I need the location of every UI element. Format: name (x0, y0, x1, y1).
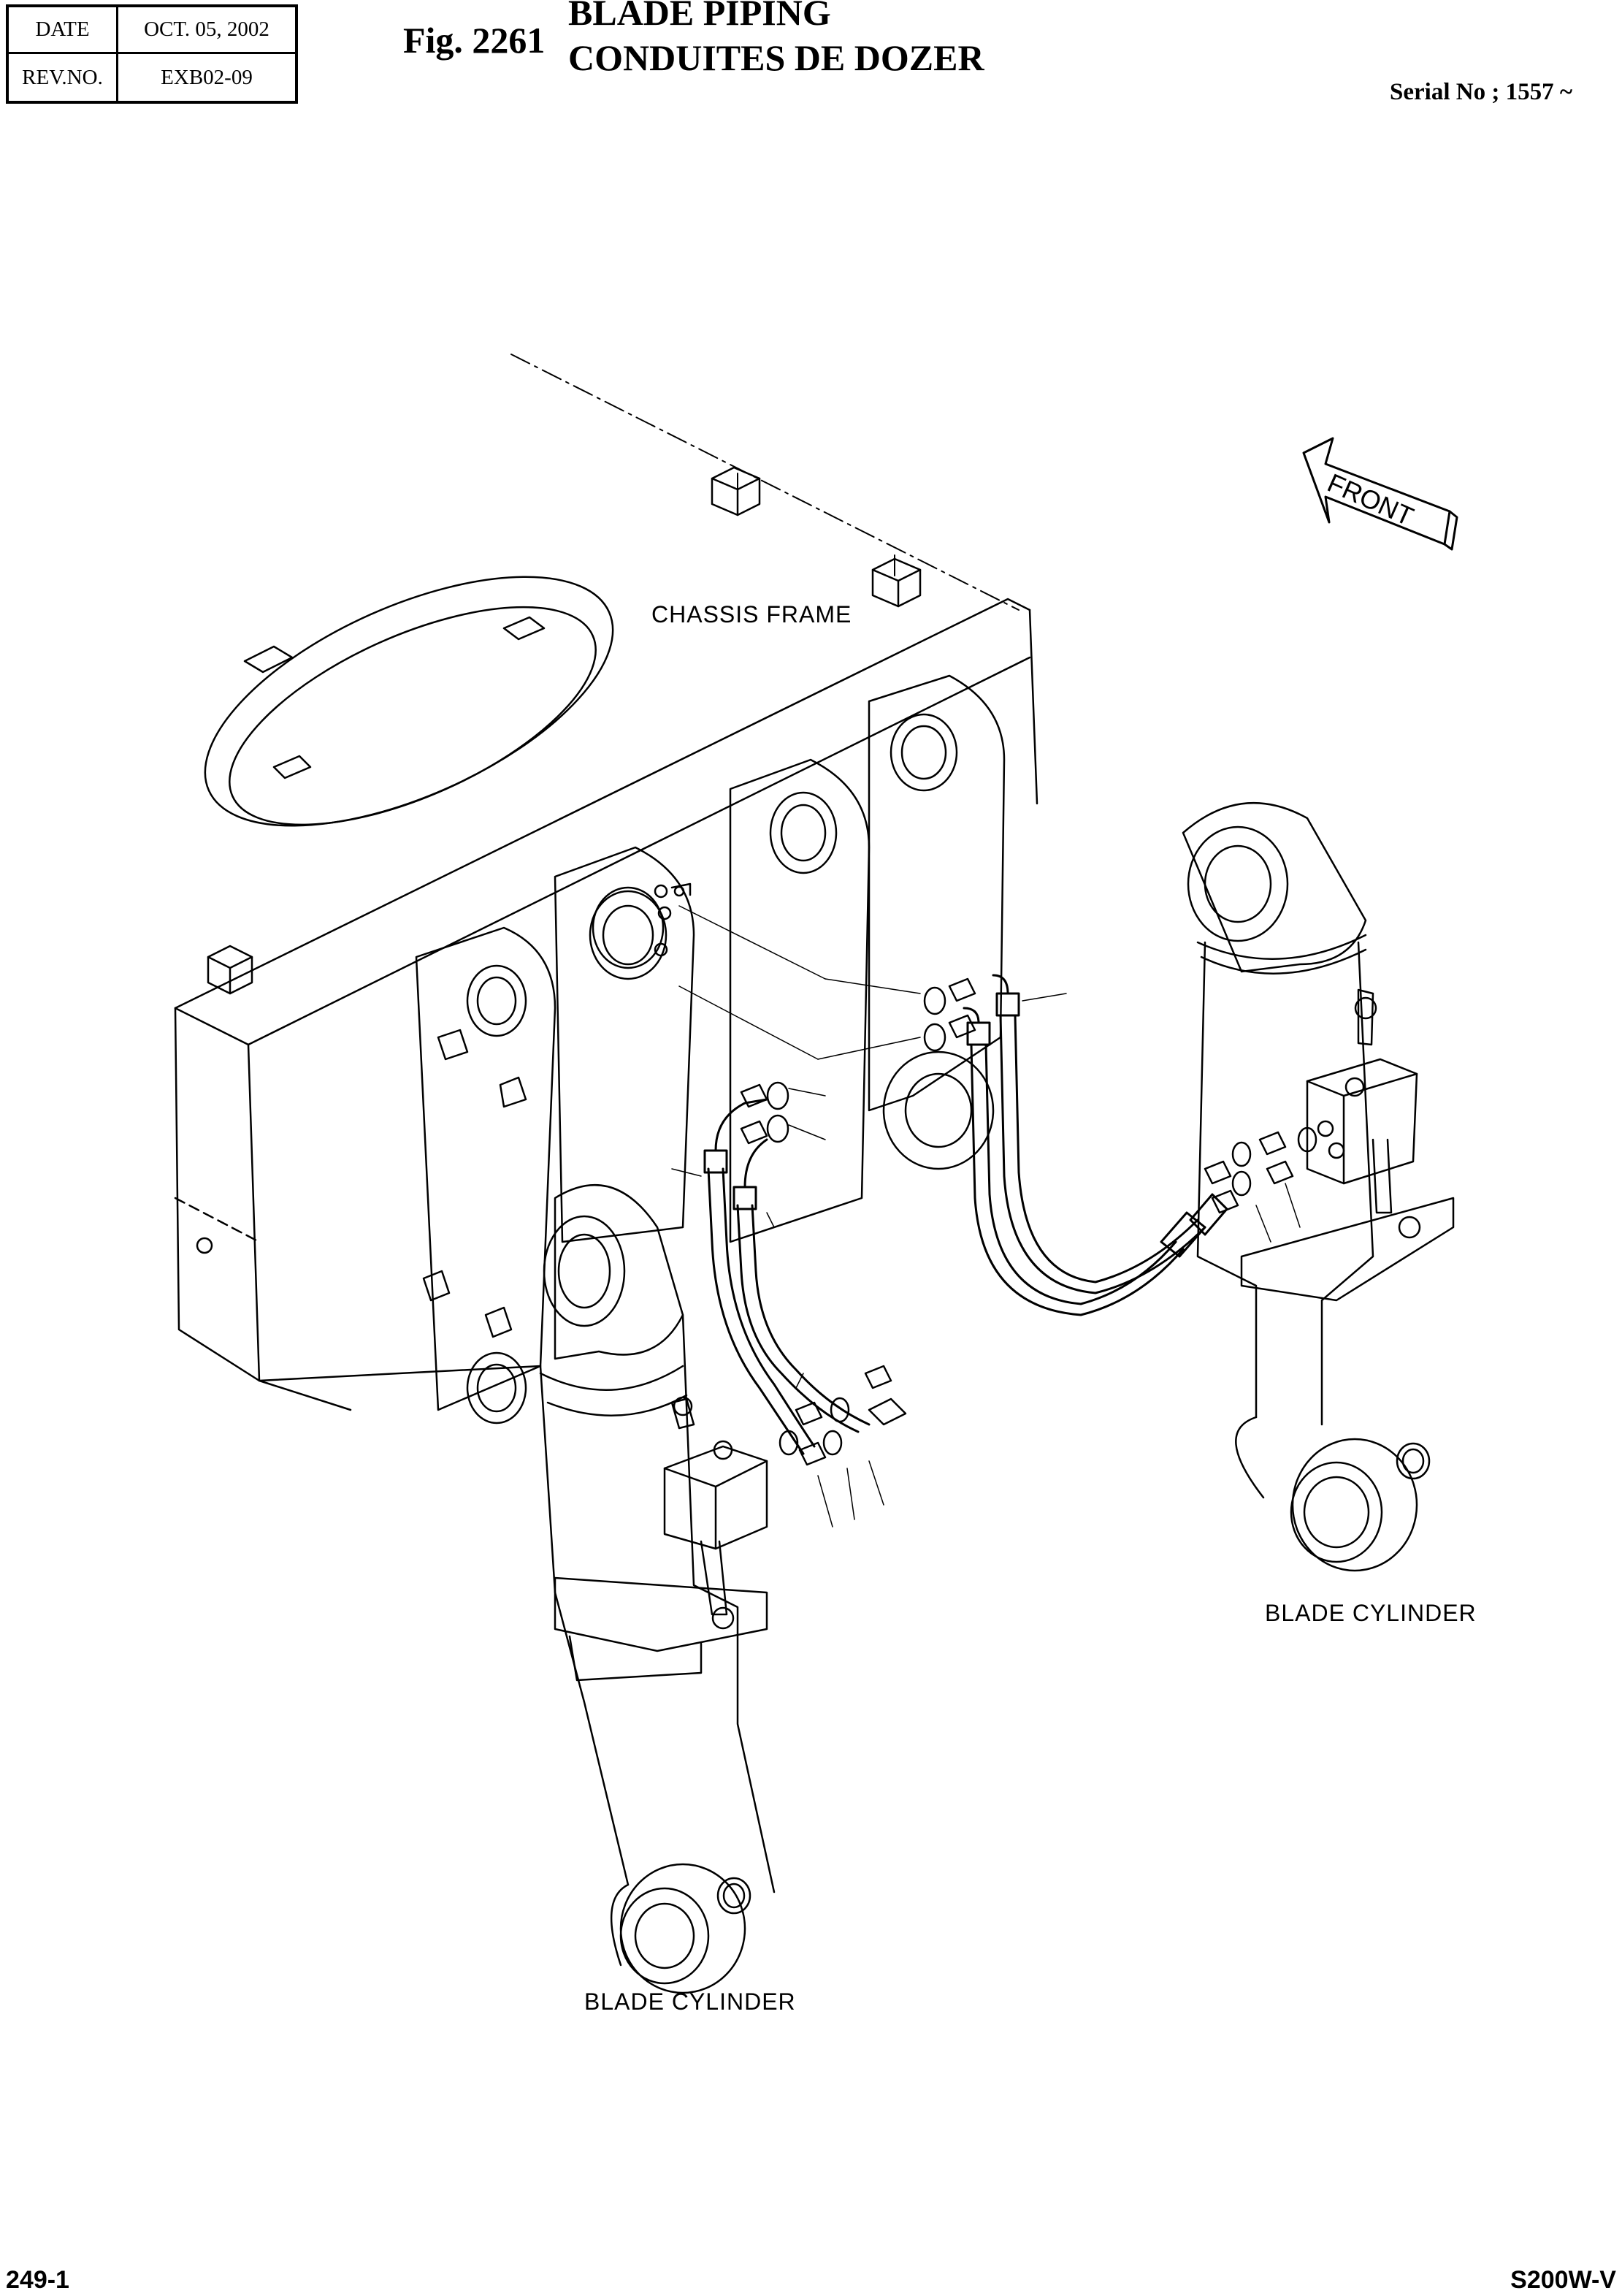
blade-cylinder-left (539, 1183, 776, 1994)
chassis-frame-label: CHASSIS FRAME (651, 601, 852, 628)
fittings (740, 977, 1317, 1466)
lug-plates (415, 674, 1006, 1424)
model-number: S200W-V (1510, 2266, 1616, 2294)
blade-cylinder-right (1182, 801, 1455, 1572)
reference-lines (510, 354, 1020, 611)
front-arrow-icon (1302, 437, 1458, 551)
swivel-joint (592, 882, 692, 969)
title-line-1: BLADE PIPING (568, 0, 831, 33)
hoses (703, 974, 1228, 1455)
date-value: OCT. 05, 2002 (118, 7, 295, 54)
title-line-2: CONDUITES DE DOZER (568, 37, 984, 78)
blade-cylinder-right-label: BLADE CYLINDER (1265, 1600, 1477, 1626)
serial-number: Serial No ; 1557 ~ (1390, 79, 1572, 105)
rev-value: EXB02-09 (161, 65, 253, 89)
leader-lines (671, 905, 1301, 1528)
rev-label: REV.NO. (9, 54, 118, 101)
chassis-frame (174, 466, 1038, 1411)
figure-number: Fig. 2261 (403, 20, 546, 61)
date-label: DATE (9, 7, 118, 54)
info-table: DATE OCT. 05, 2002 REV.NO. EXB02-09 (6, 4, 298, 104)
blade-cylinder-left-label: BLADE CYLINDER (584, 1988, 796, 2015)
page-number: 249-1 (6, 2266, 69, 2294)
page-title: BLADE PIPING CONDUITES DE DOZER (568, 0, 984, 80)
front-label: FRONT (1323, 468, 1418, 532)
